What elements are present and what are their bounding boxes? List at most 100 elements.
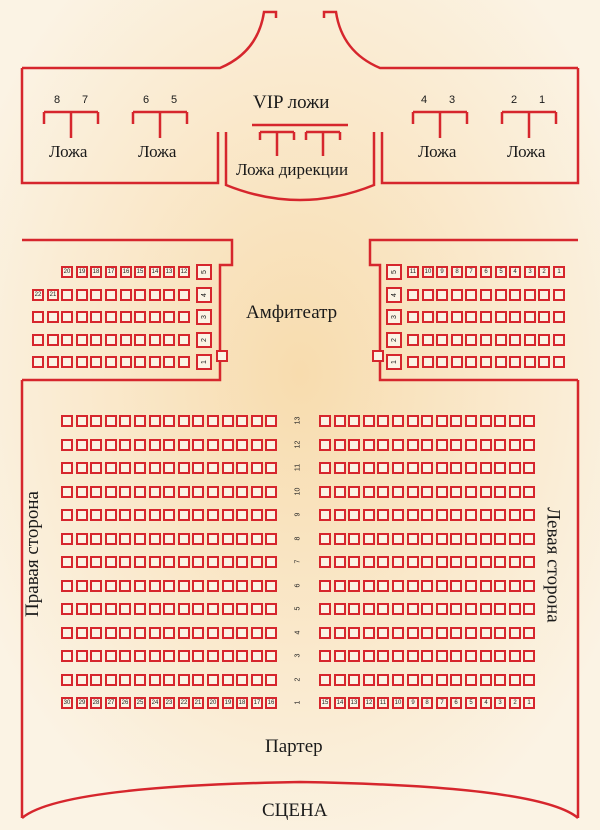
parterre-seat-right[interactable] (363, 650, 375, 662)
parterre-seat-left[interactable] (236, 627, 248, 639)
parterre-seat-right[interactable] (334, 415, 346, 427)
parterre-seat-right[interactable] (436, 533, 448, 545)
parterre-seat-right[interactable] (523, 462, 535, 474)
parterre-seat-left[interactable] (265, 650, 277, 662)
amphitheater-seat-left[interactable] (61, 334, 73, 346)
parterre-seat-right[interactable] (407, 415, 419, 427)
parterre-seat-left[interactable] (105, 415, 117, 427)
parterre-seat-right[interactable] (377, 580, 389, 592)
amphitheater-seat-right[interactable] (524, 311, 536, 323)
amphitheater-entrance-left[interactable] (216, 350, 228, 362)
parterre-seat-left[interactable] (61, 674, 73, 686)
parterre-seat-left[interactable] (265, 580, 277, 592)
amphitheater-seat-right[interactable] (465, 289, 477, 301)
parterre-seat-left[interactable] (251, 486, 263, 498)
parterre-seat-left[interactable] (163, 439, 175, 451)
parterre-seat-left[interactable] (149, 462, 161, 474)
parterre-seat-left[interactable] (90, 650, 102, 662)
parterre-seat-left[interactable] (236, 603, 248, 615)
amphitheater-seat-right[interactable]: 1 (553, 266, 565, 278)
parterre-seat-right[interactable] (494, 486, 506, 498)
parterre-seat-right[interactable] (509, 439, 521, 451)
parterre-seat-right[interactable] (450, 439, 462, 451)
parterre-seat-left[interactable] (163, 533, 175, 545)
amphitheater-seat-left[interactable]: 21 (47, 289, 59, 301)
parterre-seat-left[interactable] (192, 533, 204, 545)
parterre-seat-left[interactable] (265, 439, 277, 451)
parterre-seat-left[interactable] (149, 486, 161, 498)
parterre-seat-left[interactable] (149, 556, 161, 568)
parterre-seat-left[interactable] (251, 415, 263, 427)
amphitheater-seat-left[interactable] (90, 311, 102, 323)
parterre-seat-left[interactable] (61, 486, 73, 498)
parterre-seat-left[interactable] (105, 556, 117, 568)
parterre-seat-left[interactable] (90, 486, 102, 498)
parterre-seat-left[interactable] (105, 533, 117, 545)
parterre-seat-left[interactable] (236, 650, 248, 662)
parterre-seat-left[interactable] (134, 580, 146, 592)
parterre-seat-right[interactable] (377, 627, 389, 639)
parterre-seat-right[interactable] (523, 674, 535, 686)
parterre-seat-left[interactable] (207, 462, 219, 474)
parterre-seat-left[interactable] (251, 674, 263, 686)
parterre-seat-left[interactable] (192, 556, 204, 568)
parterre-seat-left[interactable] (134, 415, 146, 427)
amphitheater-seat-right[interactable] (407, 311, 419, 323)
amphitheater-seat-left[interactable] (163, 334, 175, 346)
parterre-seat-left[interactable] (76, 509, 88, 521)
parterre-seat-left[interactable] (251, 580, 263, 592)
parterre-seat-left[interactable]: 28 (90, 697, 102, 709)
parterre-seat-left[interactable]: 22 (178, 697, 190, 709)
parterre-seat-right[interactable] (509, 415, 521, 427)
parterre-seat-right[interactable] (363, 627, 375, 639)
amphitheater-seat-left[interactable] (76, 289, 88, 301)
amphitheater-seat-left[interactable] (76, 356, 88, 368)
amphitheater-seat-left[interactable] (120, 311, 132, 323)
amphitheater-seat-right[interactable] (422, 356, 434, 368)
parterre-seat-left[interactable] (61, 462, 73, 474)
parterre-seat-left[interactable] (192, 439, 204, 451)
parterre-seat-right[interactable] (319, 462, 331, 474)
parterre-seat-right[interactable] (407, 580, 419, 592)
parterre-seat-right[interactable] (334, 462, 346, 474)
parterre-seat-left[interactable] (192, 462, 204, 474)
amphitheater-seat-right[interactable] (509, 356, 521, 368)
parterre-seat-right[interactable] (407, 533, 419, 545)
parterre-seat-right[interactable]: 10 (392, 697, 404, 709)
amphitheater-seat-left[interactable] (134, 311, 146, 323)
parterre-seat-left[interactable] (222, 415, 234, 427)
amphitheater-seat-left[interactable] (178, 311, 190, 323)
amphitheater-seat-right[interactable] (480, 356, 492, 368)
parterre-seat-left[interactable] (207, 509, 219, 521)
amphitheater-seat-right[interactable] (538, 289, 550, 301)
parterre-seat-right[interactable] (377, 674, 389, 686)
parterre-seat-left[interactable] (119, 415, 131, 427)
amphitheater-seat-left[interactable]: 16 (120, 266, 132, 278)
parterre-seat-left[interactable] (236, 674, 248, 686)
parterre-seat-right[interactable] (407, 556, 419, 568)
parterre-seat-right[interactable] (465, 533, 477, 545)
parterre-seat-right[interactable] (421, 556, 433, 568)
parterre-seat-left[interactable] (178, 556, 190, 568)
parterre-seat-right[interactable] (465, 603, 477, 615)
parterre-seat-right[interactable] (392, 509, 404, 521)
parterre-seat-left[interactable] (76, 627, 88, 639)
parterre-seat-right[interactable] (450, 415, 462, 427)
parterre-seat-left[interactable] (178, 580, 190, 592)
parterre-seat-left[interactable] (119, 674, 131, 686)
parterre-seat-left[interactable] (90, 556, 102, 568)
parterre-seat-left[interactable] (192, 486, 204, 498)
parterre-seat-right[interactable] (348, 486, 360, 498)
amphitheater-seat-right[interactable] (465, 356, 477, 368)
parterre-seat-right[interactable] (348, 415, 360, 427)
parterre-seat-left[interactable] (163, 627, 175, 639)
parterre-seat-right[interactable] (363, 580, 375, 592)
parterre-seat-left[interactable] (149, 533, 161, 545)
parterre-seat-right[interactable] (392, 627, 404, 639)
parterre-seat-right[interactable] (480, 439, 492, 451)
amphitheater-seat-left[interactable] (105, 289, 117, 301)
parterre-seat-left[interactable] (149, 650, 161, 662)
parterre-seat-left[interactable] (105, 462, 117, 474)
parterre-seat-left[interactable] (163, 509, 175, 521)
amphitheater-seat-right[interactable]: 3 (524, 266, 536, 278)
